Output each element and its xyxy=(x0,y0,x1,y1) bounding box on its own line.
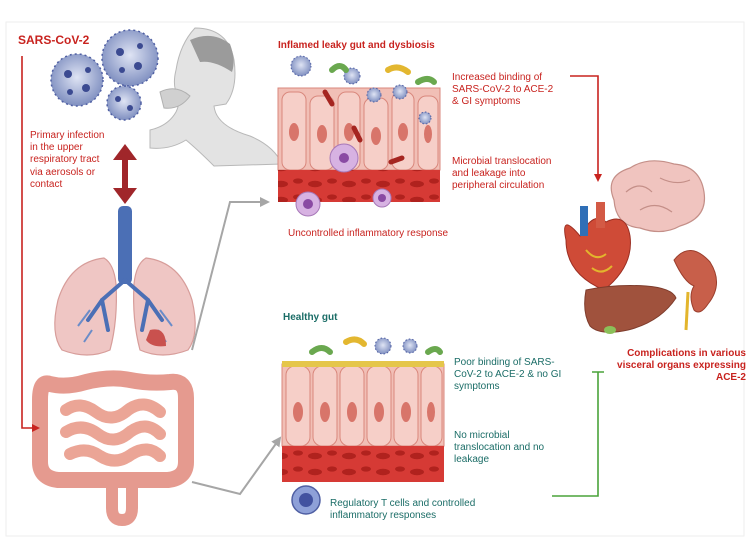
bidirectional-arrow-icon xyxy=(113,144,137,204)
virus-cluster-icon xyxy=(50,29,159,121)
healthy-response-text: Regulatory T cells and controlled inflam… xyxy=(330,498,476,522)
inflamed-binding-text: Increased binding of SARS-CoV-2 to ACE-2… xyxy=(452,72,554,108)
virus-icon xyxy=(50,53,104,107)
lungs-icon xyxy=(54,206,196,356)
liver-icon xyxy=(584,285,677,334)
figure-title: SARS-CoV-2 xyxy=(18,33,90,47)
virus-icon xyxy=(101,29,159,87)
inflamed-translocation-text: Microbial translocation and leakage into… xyxy=(452,156,552,192)
healthy-translocation-text: No microbial translocation and no leakag… xyxy=(454,430,545,466)
inflamed-gut-illustration xyxy=(277,55,441,217)
activation-arrow xyxy=(21,56,40,432)
figure-frame xyxy=(5,21,745,537)
virus-icon xyxy=(106,85,142,121)
kidney-icon xyxy=(673,250,717,331)
blood-vessel xyxy=(282,446,444,482)
coughing-person-icon xyxy=(149,27,283,167)
inhibition-arrow xyxy=(552,371,604,497)
healthy-gut-title: Healthy gut xyxy=(283,312,338,323)
healthy-binding-text: Poor binding of SARS-CoV-2 to ACE-2 & no… xyxy=(454,357,562,393)
brain-icon xyxy=(610,160,706,233)
healthy-gut-illustration xyxy=(281,336,445,515)
connector-arrow-healthy xyxy=(191,436,282,496)
heart-icon xyxy=(564,202,631,291)
inflamed-response-text: Uncontrolled inflammatory response xyxy=(288,228,449,239)
inflamed-gut-title: Inflamed leaky gut and dysbiosis xyxy=(278,40,435,51)
activation-arrow-organs xyxy=(570,75,602,182)
infection-route-text: Primary infection in the upper respirato… xyxy=(30,130,105,190)
complications-text: Complications in various visceral organs… xyxy=(617,348,746,384)
connector-arrow-inflamed xyxy=(191,197,270,351)
intestines-icon xyxy=(32,370,194,527)
